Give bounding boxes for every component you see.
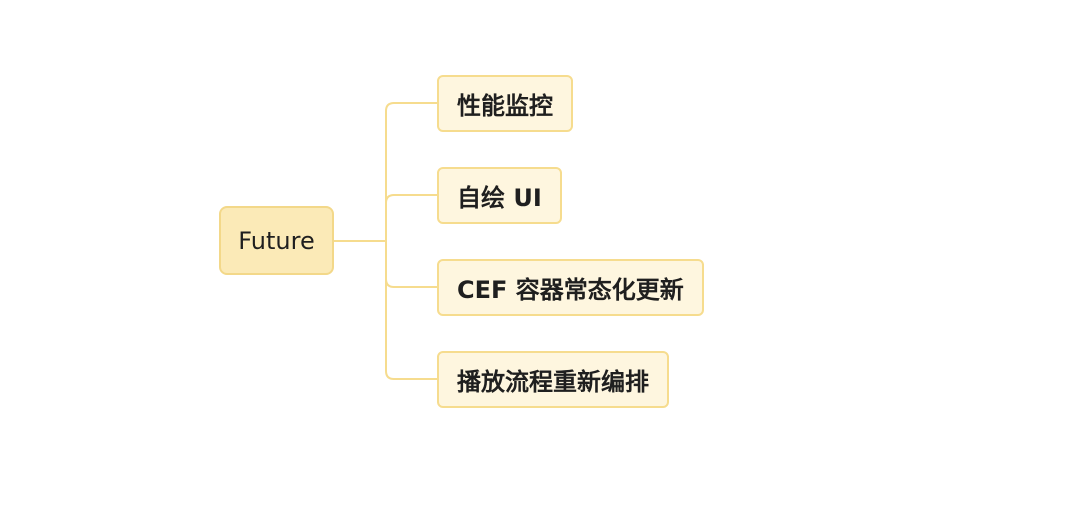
mindmap-node-playback-flow-rearrange[interactable]: 播放流程重新编排 xyxy=(437,351,669,408)
connector-child-1 xyxy=(385,102,437,112)
mindmap-node-performance-monitoring[interactable]: 性能监控 xyxy=(437,75,573,132)
node-label: CEF 容器常态化更新 xyxy=(457,276,684,304)
root-node-label: Future xyxy=(238,226,315,255)
connector-child-3 xyxy=(385,278,437,288)
mindmap-node-cef-container-update[interactable]: CEF 容器常态化更新 xyxy=(437,259,704,316)
node-label: 性能监控 xyxy=(457,92,553,120)
connector-child-2 xyxy=(385,194,437,204)
mindmap-node-custom-drawn-ui[interactable]: 自绘 UI xyxy=(437,167,562,224)
node-label: 播放流程重新编排 xyxy=(457,368,649,396)
connector-child-4 xyxy=(385,370,437,380)
mindmap-root-node[interactable]: Future xyxy=(219,206,334,275)
node-label: 自绘 UI xyxy=(457,184,542,212)
